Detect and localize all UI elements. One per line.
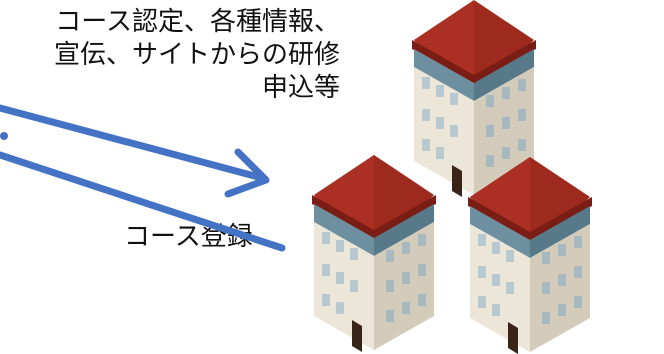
info-flow-label-line2: 宣伝、サイトからの研修 xyxy=(53,39,340,70)
course-registration-label: コース登録 xyxy=(124,222,253,252)
arrow-course-registration xyxy=(0,151,286,252)
info-flow-label: コース認定、各種情報、 宣伝、サイトからの研修 申込等 xyxy=(54,6,340,104)
info-flow-label-line1: コース認定、各種情報、 xyxy=(55,7,340,37)
info-flow-label-line3: 申込等 xyxy=(261,72,340,103)
building-icon xyxy=(468,157,592,354)
arrow-stub xyxy=(0,132,8,140)
arrow-to-buildings xyxy=(0,104,270,198)
building-icon xyxy=(312,155,436,352)
